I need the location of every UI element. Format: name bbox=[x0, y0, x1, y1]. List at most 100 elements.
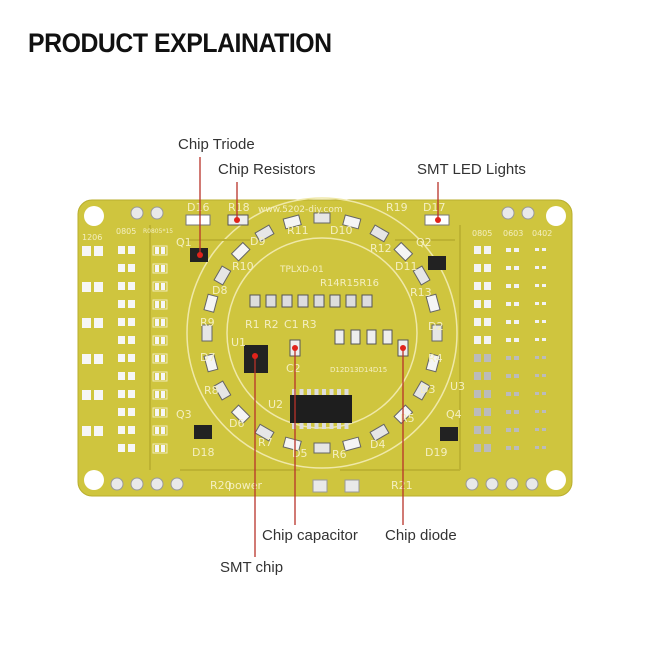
solder-pad bbox=[82, 318, 91, 328]
solder-pad bbox=[292, 389, 296, 395]
smd-led bbox=[342, 214, 362, 230]
solder-pad bbox=[94, 318, 103, 328]
solder-pad bbox=[542, 428, 546, 431]
solder-pad bbox=[299, 389, 304, 395]
solder-pad bbox=[337, 423, 341, 429]
silk-label: R8 bbox=[204, 384, 219, 397]
solder-pad bbox=[307, 389, 311, 395]
solder-pad bbox=[535, 320, 539, 323]
solder-pad bbox=[322, 389, 326, 395]
solder-pad bbox=[535, 248, 539, 251]
solder-pad bbox=[329, 389, 334, 395]
solder-pad bbox=[542, 356, 546, 359]
solder-pad bbox=[152, 353, 168, 364]
silk-size-0402: 0402 bbox=[532, 229, 552, 238]
solder-pad bbox=[535, 374, 539, 377]
silk-label: D10 bbox=[330, 224, 352, 237]
solder-pad bbox=[161, 337, 165, 344]
solder-pad bbox=[514, 320, 519, 324]
solder-pad bbox=[542, 446, 546, 449]
solder-pad bbox=[249, 294, 261, 308]
silk-label: R5 bbox=[400, 412, 415, 425]
solder-pad bbox=[484, 444, 491, 452]
solder-pad bbox=[474, 354, 481, 362]
solder-pad bbox=[344, 389, 349, 395]
solder-pad bbox=[128, 354, 135, 362]
q2-transistor bbox=[428, 256, 446, 270]
smd-resistor bbox=[213, 265, 232, 286]
solder-pad bbox=[350, 329, 361, 345]
solder-pad bbox=[82, 390, 91, 400]
callout-lines bbox=[199, 157, 439, 557]
solder-pad bbox=[542, 410, 546, 413]
solder-pad bbox=[94, 246, 103, 256]
solder-pad bbox=[314, 423, 319, 429]
solder-pad bbox=[265, 294, 277, 308]
solder-pad bbox=[155, 445, 159, 452]
solder-pad bbox=[345, 294, 357, 308]
solder-pad bbox=[155, 391, 159, 398]
solder-pad bbox=[161, 355, 165, 362]
solder-pad bbox=[152, 245, 168, 256]
solder-pad bbox=[535, 428, 539, 431]
smd-resistor bbox=[313, 212, 331, 224]
solder-pad bbox=[542, 320, 546, 323]
silk-label: Q2 bbox=[416, 236, 432, 249]
solder-pad bbox=[152, 299, 168, 310]
solder-pad bbox=[514, 356, 519, 360]
solder-pad bbox=[484, 372, 491, 380]
solder-pad bbox=[118, 246, 125, 254]
solder-pad bbox=[152, 389, 168, 400]
solder-pad bbox=[474, 318, 481, 326]
smd-led bbox=[282, 436, 302, 452]
solder-pad bbox=[128, 300, 135, 308]
solder-pad bbox=[514, 392, 519, 396]
silk-size-r0805: R0805*15 bbox=[143, 228, 173, 235]
solder-pad bbox=[152, 335, 168, 346]
silk-label: R13 bbox=[410, 286, 432, 299]
solder-pad bbox=[155, 337, 159, 344]
smd-resistor bbox=[213, 380, 232, 401]
smd-resistor bbox=[369, 224, 390, 243]
solder-pad bbox=[152, 317, 168, 328]
solder-pad bbox=[535, 356, 539, 359]
silk-label: D4 bbox=[370, 438, 385, 451]
solder-pad bbox=[329, 294, 341, 308]
callout-chip-triode: Chip Triode bbox=[178, 136, 255, 153]
left-practice-pads bbox=[82, 245, 168, 454]
solder-pad bbox=[474, 408, 481, 416]
traces bbox=[149, 225, 461, 471]
solder-pad bbox=[506, 428, 511, 432]
callout-chip-capacitor: Chip capacitor bbox=[262, 527, 358, 544]
solder-pad bbox=[542, 338, 546, 341]
solder-pad bbox=[506, 410, 511, 414]
solder-pad bbox=[474, 372, 481, 380]
smd-resistor bbox=[412, 265, 431, 286]
silk-label: R10 bbox=[232, 260, 254, 273]
callout-chip-diode: Chip diode bbox=[385, 527, 457, 544]
solder-pad bbox=[484, 300, 491, 308]
solder-pad bbox=[535, 338, 539, 341]
smd-resistor bbox=[254, 224, 275, 243]
solder-pad bbox=[128, 246, 135, 254]
silk-label: D11 bbox=[395, 260, 417, 273]
solder-pad bbox=[542, 284, 546, 287]
solder-pad bbox=[155, 409, 159, 416]
solder-pad bbox=[535, 446, 539, 449]
solder-pad bbox=[535, 302, 539, 305]
solder-pad bbox=[161, 409, 165, 416]
solder-pad bbox=[161, 373, 165, 380]
silk-label: R11 bbox=[287, 224, 309, 237]
solder-pad bbox=[152, 263, 168, 274]
solder-pad bbox=[128, 444, 135, 452]
solder-pad bbox=[514, 374, 519, 378]
solder-pad bbox=[94, 390, 103, 400]
right-practice-pads bbox=[474, 246, 546, 452]
solder-pad bbox=[506, 248, 511, 252]
smd-led bbox=[203, 353, 219, 373]
silk-label: D9 bbox=[250, 235, 265, 248]
solder-pad bbox=[155, 355, 159, 362]
silk-label: C1 bbox=[284, 318, 299, 331]
solder-pad bbox=[474, 426, 481, 434]
